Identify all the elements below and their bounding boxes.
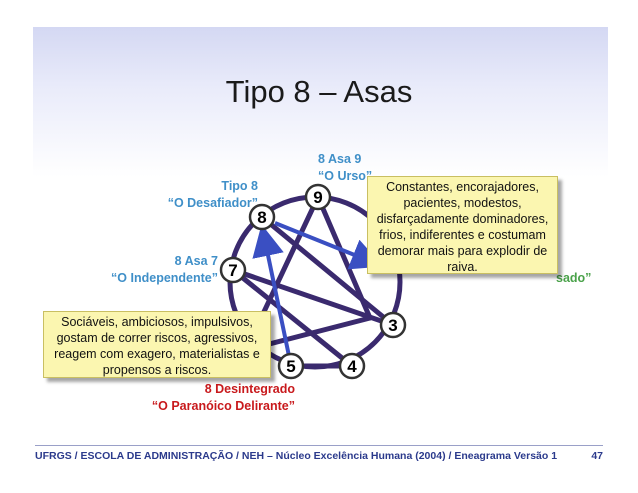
label-asa9: 8 Asa 9 “O Urso” — [318, 151, 372, 185]
label-asa9-title: 8 Asa 9 — [318, 152, 362, 166]
label-desintegrado-title: 8 Desintegrado — [204, 382, 295, 396]
node-4: 4 — [338, 352, 366, 380]
label-asa7-title: 8 Asa 7 — [174, 254, 218, 268]
label-desintegrado: 8 Desintegrado “O Paranóico Delirante” — [130, 381, 295, 415]
label-desintegrado-name: “O Paranóico Delirante” — [151, 399, 295, 413]
svg-text:8: 8 — [257, 208, 266, 227]
node-9: 9 — [304, 183, 332, 211]
slide-footer: UFRGS / ESCOLA DE ADMINISTRAÇÃO / NEH – … — [35, 445, 603, 462]
label-tipo8-title: Tipo 8 — [221, 179, 258, 193]
node-8: 8 — [248, 203, 276, 231]
callout-asa9: Constantes, encorajadores, pacientes, mo… — [367, 176, 558, 274]
svg-text:7: 7 — [228, 261, 237, 280]
callout-asa7: Sociáveis, ambiciosos, impulsivos, gosta… — [43, 311, 271, 378]
label-integrado-partial: sado” — [556, 271, 592, 285]
slide-title: Tipo 8 – Asas — [225, 74, 413, 109]
label-asa7-name: “O Independente” — [111, 271, 218, 285]
page-number: 47 — [591, 450, 603, 462]
label-asa7: 8 Asa 7 “O Independente” — [90, 253, 218, 287]
label-asa9-name: “O Urso” — [318, 169, 373, 183]
node-7: 7 — [219, 256, 247, 284]
footer-text: UFRGS / ESCOLA DE ADMINISTRAÇÃO / NEH – … — [35, 450, 558, 462]
node-3: 3 — [379, 311, 407, 339]
svg-text:5: 5 — [286, 357, 295, 376]
svg-text:4: 4 — [347, 357, 357, 376]
label-tipo8-name: “O Desafiador” — [167, 196, 258, 210]
node-5: 5 — [277, 352, 305, 380]
svg-text:9: 9 — [313, 188, 322, 207]
integration-arrow — [274, 221, 384, 270]
svg-text:3: 3 — [388, 316, 397, 335]
label-tipo8: Tipo 8 “O Desafiador” — [120, 178, 258, 212]
disintegration-arrow — [252, 224, 291, 357]
